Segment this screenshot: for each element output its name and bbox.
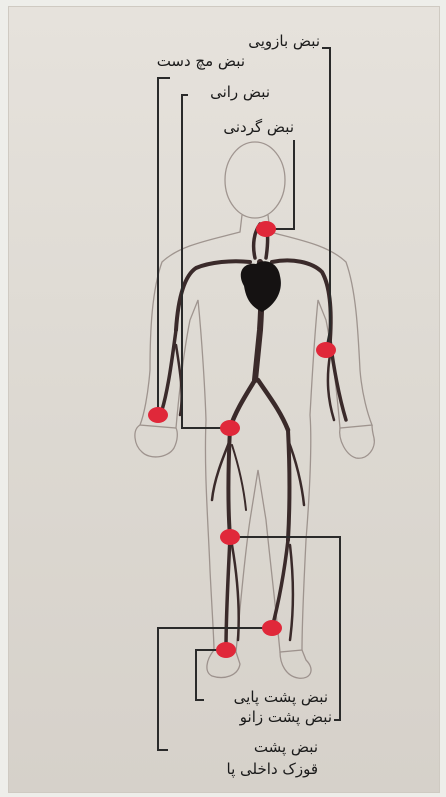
- left-arm-artery: [162, 330, 176, 410]
- left-hand-outline: [135, 425, 177, 457]
- posterior-tibial-pulse-point: [262, 620, 282, 636]
- label-popliteal-pulse: نبض پشت زانو: [194, 708, 332, 726]
- body-outline: [135, 142, 374, 678]
- carotid-leader-line: [266, 140, 294, 229]
- carotid-pulse-point: [256, 221, 276, 237]
- label-femoral-pulse: نبض رانی: [190, 83, 270, 101]
- heart: [241, 261, 281, 312]
- right-foot-outline: [280, 650, 311, 678]
- left-lower-leg-branch: [232, 545, 239, 640]
- left-subclavian-artery: [176, 261, 250, 330]
- right-lower-leg-artery: [272, 540, 288, 628]
- brachial-pulse-point: [316, 342, 336, 358]
- label-brachial-pulse: نبض بازویی: [240, 32, 320, 50]
- right-hand-outline: [340, 425, 375, 458]
- leader-lines: [158, 48, 340, 750]
- femoral-pulse-point: [220, 420, 240, 436]
- dorsalis-pedis-pulse-point: [216, 642, 236, 658]
- head-outline: [225, 142, 285, 218]
- label-dorsalis-pedis-pulse: نبض پشت پایی: [204, 688, 328, 706]
- left-femoral-branch-2: [232, 445, 246, 510]
- label-posterior-tibial-line2: قوزک داخلی پا: [176, 760, 318, 778]
- wrist-leader-line: [158, 78, 170, 415]
- label-wrist-pulse: نبض مچ دست: [95, 52, 245, 70]
- wrist-pulse-point: [148, 407, 168, 423]
- popliteal-pulse-point: [220, 529, 240, 545]
- label-posterior-tibial-line1: نبض پشت: [210, 738, 318, 756]
- label-carotid-pulse: نبض گردنی: [186, 118, 294, 136]
- left-lower-leg-artery: [226, 537, 230, 648]
- right-lower-leg-branch: [290, 545, 293, 640]
- right-subclavian-artery: [272, 260, 331, 340]
- right-iliac-artery: [258, 380, 288, 430]
